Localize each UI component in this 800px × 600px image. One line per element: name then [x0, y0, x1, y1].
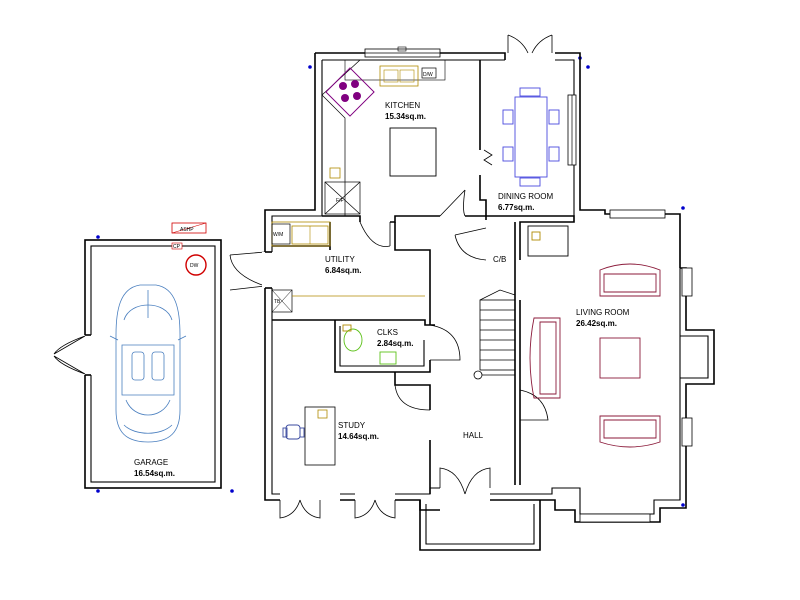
car-icon: [109, 284, 187, 443]
living-furniture: [527, 225, 661, 448]
cloaks-fixtures: [342, 324, 397, 365]
cp-label: CP: [173, 244, 181, 250]
living-area: 26.42sq.m.: [576, 319, 617, 328]
desk-chair-icon: [282, 424, 305, 440]
internal-walls: TB W/M: [271, 60, 575, 494]
dw-circle-icon: [185, 254, 207, 276]
cupboard-name: C/B: [493, 255, 506, 264]
dining-name: DINING ROOM: [498, 192, 553, 201]
ashp-label: ASHP: [180, 227, 194, 233]
wm-label: W/M: [273, 232, 283, 238]
cloaks-name: CLKS: [377, 328, 398, 337]
study-area: 14.64sq.m.: [338, 432, 379, 441]
dining-table: [502, 87, 560, 187]
doors: [229, 34, 693, 523]
dining-area: 6.77sq.m.: [498, 203, 534, 212]
utility-name: UTILITY: [325, 255, 355, 264]
kitchen-area: 15.34sq.m.: [385, 112, 426, 121]
corner-markers: [96, 56, 685, 507]
hall-name: HALL: [463, 431, 484, 440]
kitchen-fixtures: D/W F/F: [321, 46, 493, 216]
house-walls: [264, 52, 715, 551]
kitchen-name: KITCHEN: [385, 101, 420, 110]
living-name: LIVING ROOM: [576, 308, 630, 317]
dw-kitchen-label: D/W: [423, 72, 433, 78]
ff-label: F/F: [336, 198, 344, 204]
garage-area: 16.54sq.m.: [134, 469, 175, 478]
staircase: [473, 289, 516, 380]
study-name: STUDY: [338, 421, 366, 430]
utility-area: 6.84sq.m.: [325, 266, 361, 275]
tb-label: TB: [274, 299, 281, 305]
dw-label: DW: [190, 263, 199, 269]
garage: ASHP CP DW GARAGE 16.54sq.m.: [53, 222, 222, 489]
study-furniture: [282, 406, 336, 466]
room-labels: KITCHEN 15.34sq.m. DINING ROOM 6.77sq.m.…: [325, 101, 630, 441]
cloaks-area: 2.84sq.m.: [377, 339, 413, 348]
hob-icon: [325, 67, 375, 117]
garage-name: GARAGE: [134, 458, 168, 467]
